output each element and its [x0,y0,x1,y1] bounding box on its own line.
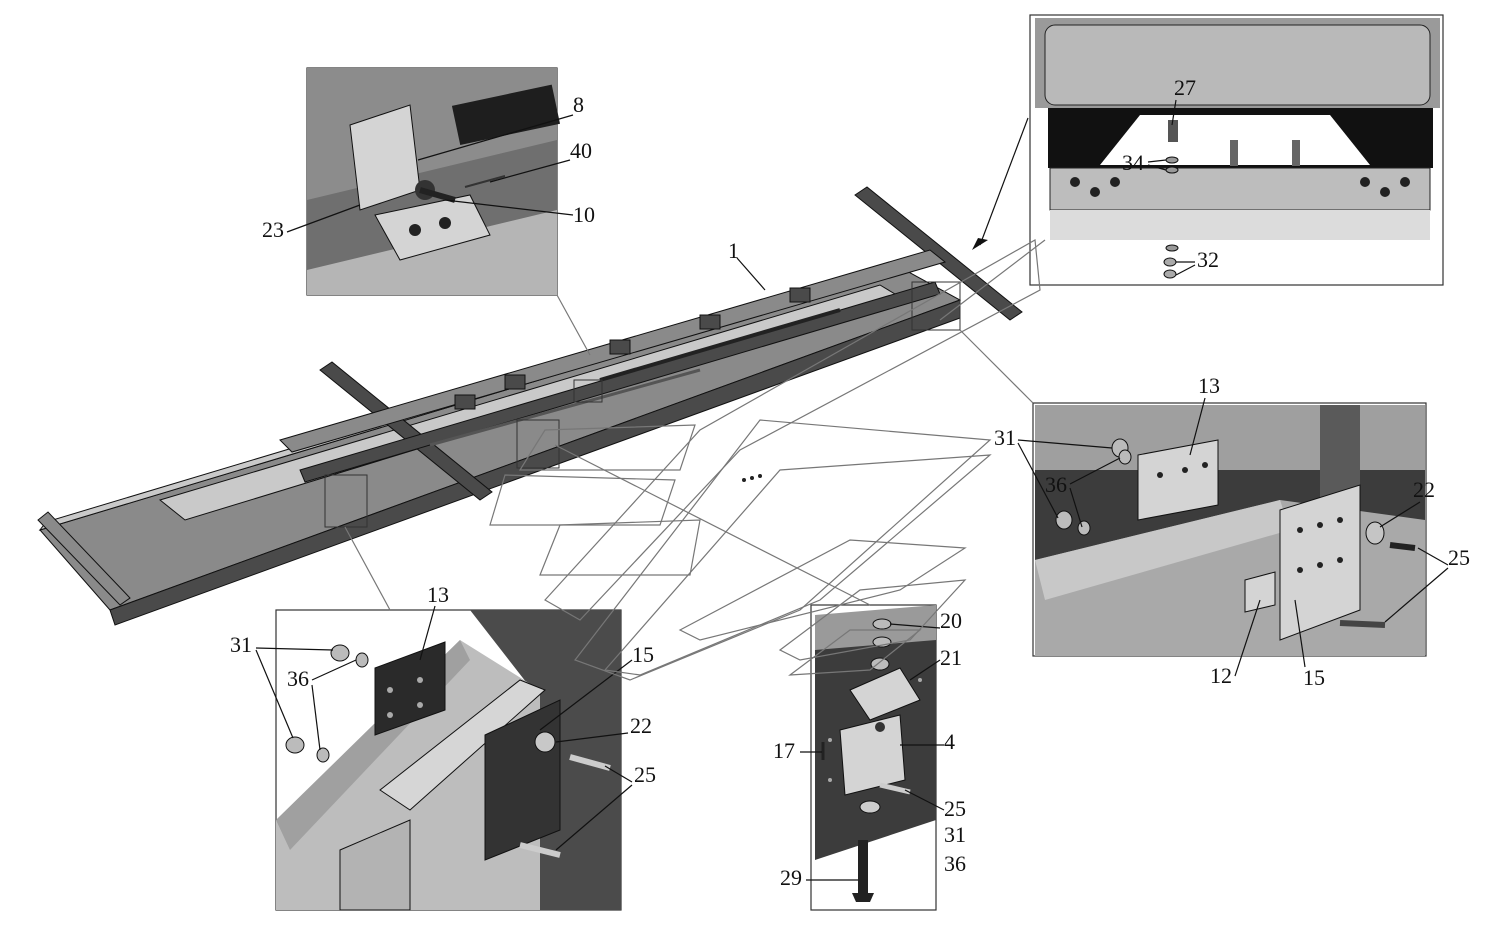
callouts-top-right: 27 34 32 [939,75,1219,321]
svg-text:23: 23 [262,217,284,242]
svg-text:13: 13 [1198,373,1220,398]
svg-text:4: 4 [944,729,955,754]
svg-text:13: 13 [427,582,449,607]
svg-text:1: 1 [728,238,739,263]
svg-text:15: 15 [632,642,654,667]
svg-text:25: 25 [1448,545,1470,570]
svg-text:29: 29 [780,865,802,890]
svg-text:15: 15 [1303,665,1325,690]
svg-text:40: 40 [570,138,592,163]
svg-text:31: 31 [944,822,966,847]
svg-text:22: 22 [630,713,652,738]
callouts-top-left: 8 40 10 23 [262,92,595,356]
svg-text:31: 31 [994,425,1016,450]
svg-text:17: 17 [773,738,795,763]
svg-text:36: 36 [1045,472,1067,497]
svg-text:8: 8 [573,92,584,117]
callouts-right: 13 31 36 22 25 12 15 [959,329,1470,690]
svg-text:25: 25 [944,796,966,821]
callouts-bottom-center: 20 21 17 4 25 31 36 29 [554,444,966,890]
detail-panel-right [1032,402,1427,657]
svg-text:36: 36 [287,666,309,691]
svg-text:21: 21 [940,645,962,670]
svg-text:32: 32 [1197,247,1219,272]
detail-panel-bottom-left [275,609,622,911]
svg-text:25: 25 [634,762,656,787]
svg-text:34: 34 [1122,150,1144,175]
detail-panel-top-left [306,67,561,296]
detail-panel-top-right [1029,14,1444,286]
svg-text:31: 31 [230,632,252,657]
detail-panel-bottom-center [810,604,937,911]
callout-1: 1 [728,238,766,291]
svg-text:10: 10 [573,202,595,227]
svg-text:27: 27 [1174,75,1196,100]
svg-text:36: 36 [944,851,966,876]
svg-text:12: 12 [1210,663,1232,688]
svg-text:20: 20 [940,608,962,633]
leader-ribbons [489,239,1041,681]
svg-text:22: 22 [1413,477,1435,502]
callouts-bottom-left: 13 31 36 15 22 25 [230,526,656,851]
chassis-frame [37,186,1023,626]
